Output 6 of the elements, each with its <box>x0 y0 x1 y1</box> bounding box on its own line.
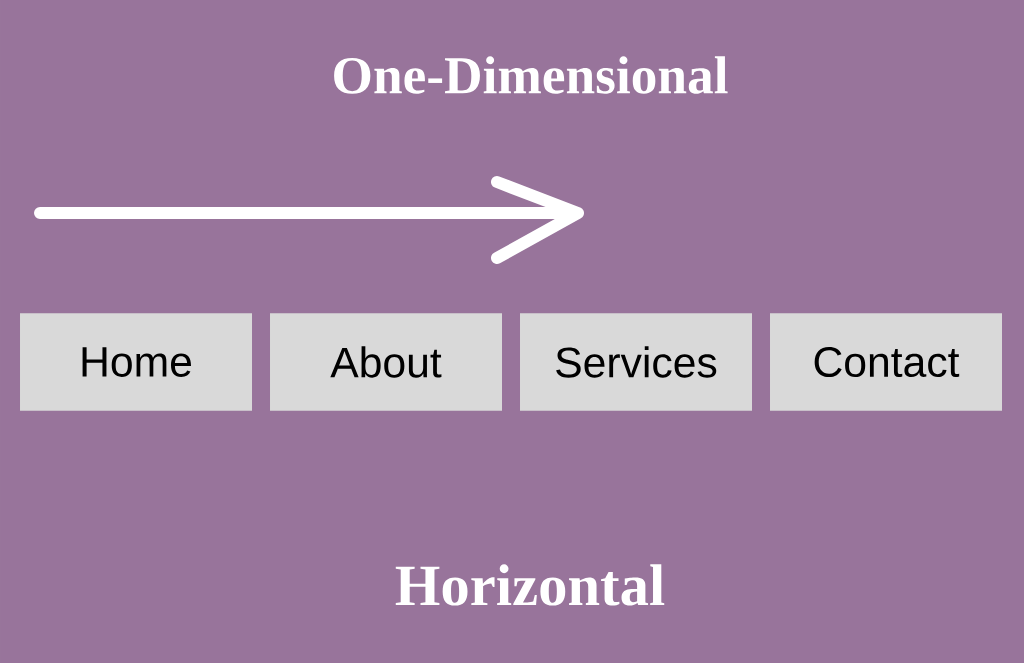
menu-item-box: About <box>270 313 502 411</box>
menu-item-box: Contact <box>770 313 1002 411</box>
menu-item-box: Services <box>520 313 752 411</box>
menu-item-box: Home <box>20 313 252 411</box>
caption-text: Horizontal <box>395 564 665 606</box>
title: One-Dimensional <box>334 56 728 94</box>
